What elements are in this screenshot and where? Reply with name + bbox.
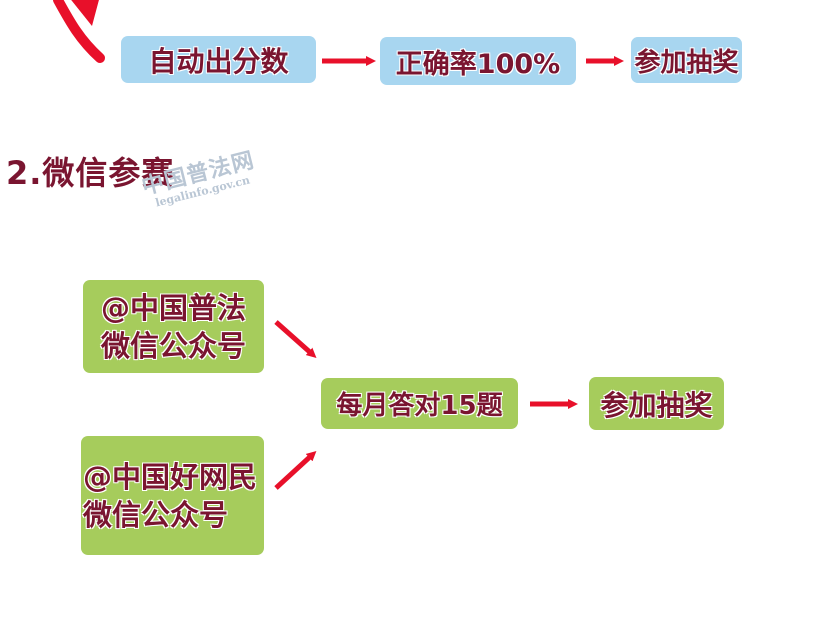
- accuracy-label: 正确率100%: [395, 48, 561, 80]
- arrow-source2-to-task: [274, 450, 317, 490]
- lottery-label-top: 参加抽奖: [634, 47, 739, 78]
- arrow-source1-to-task: [274, 320, 317, 358]
- source-haowangmin-line1: @中国好网民: [83, 459, 258, 494]
- accuracy-box: 正确率100%: [380, 37, 576, 85]
- task-label: 每月答对15题: [336, 391, 503, 421]
- source-puffa-line2: 微信公众号: [100, 328, 246, 363]
- source-box-haowangmin: @中国好网民 微信公众号: [81, 436, 264, 555]
- lottery-box-bottom: 参加抽奖: [589, 377, 724, 430]
- curved-arrow: [53, 0, 105, 63]
- auto-score-box: 自动出分数: [121, 36, 316, 83]
- auto-score-label: 自动出分数: [148, 44, 289, 78]
- source-haowangmin-line2: 微信公众号: [83, 497, 229, 532]
- source-box-puffa: @中国普法 微信公众号: [83, 280, 264, 373]
- lottery-label-bottom: 参加抽奖: [600, 388, 713, 422]
- section-heading: 2.微信参赛: [6, 154, 175, 192]
- curved-arrow-head: [71, 0, 99, 26]
- lottery-box-top: 参加抽奖: [631, 37, 742, 83]
- source-puffa-line1: @中国普法: [100, 290, 246, 325]
- task-box: 每月答对15题: [321, 378, 518, 429]
